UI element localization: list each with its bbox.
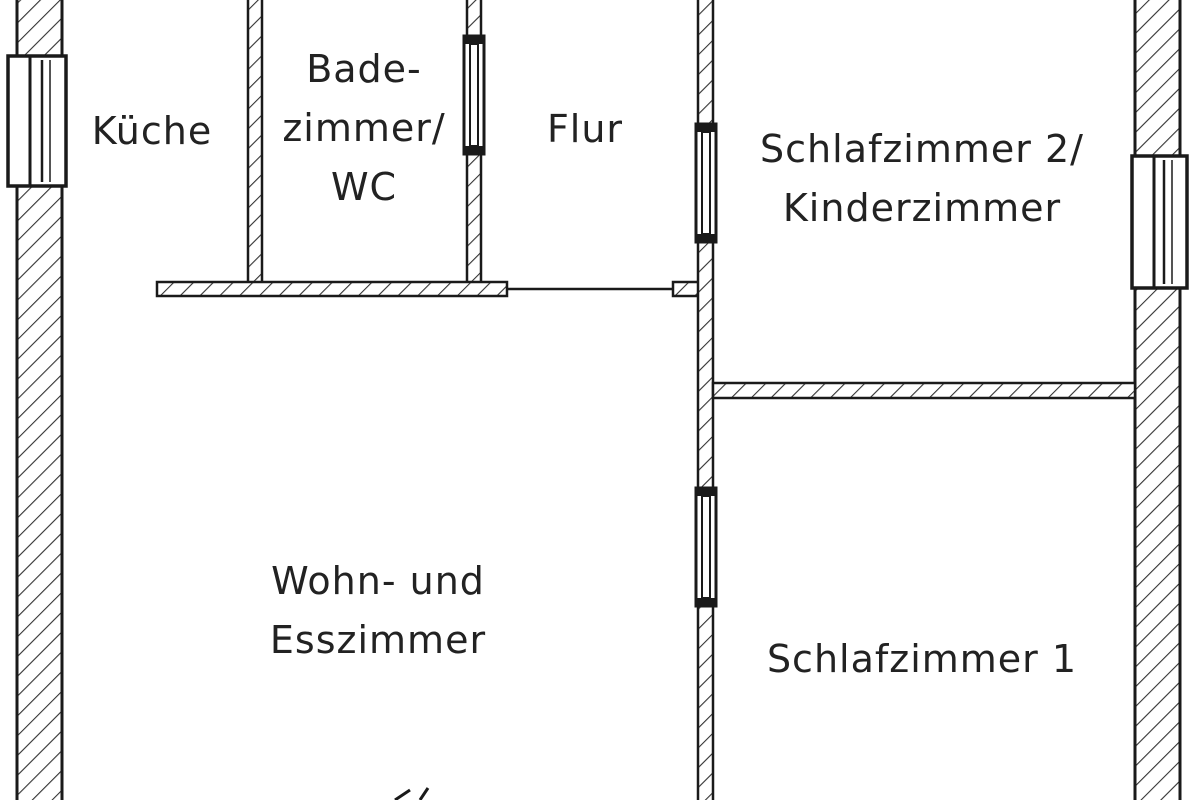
room-label-wohnzimmer-line-1: Wohn- und <box>271 559 485 603</box>
room-label-bad-line-2: zimmer/ <box>282 105 446 150</box>
room-label-wohnzimmer: Wohn- und Esszimmer <box>270 552 486 670</box>
room-label-schlafzimmer-1-line-1: Schlafzimmer 1 <box>766 637 1078 681</box>
room-label-schlafzimmer-2-line-2: Kinderzimmer <box>782 185 1062 230</box>
room-label-flur: Flur <box>547 100 623 159</box>
room-label-wohnzimmer-line-2: Esszimmer <box>269 617 487 662</box>
room-label-bad-line-3: WC <box>330 164 398 209</box>
wall-bath-left <box>246 0 264 287</box>
room-label-bad: Bade- zimmer/ WC <box>282 40 445 217</box>
wall-horizontal-top <box>155 280 509 298</box>
wall-between-bedrooms <box>711 381 1137 400</box>
door-bathroom <box>462 34 486 156</box>
window-kitchen <box>6 54 68 188</box>
room-label-kueche-line-1: Küche <box>91 109 213 153</box>
room-label-schlafzimmer-1: Schlafzimmer 1 <box>767 630 1077 689</box>
room-label-schlafzimmer-2-line-1: Schlafzimmer 2/ <box>760 127 1084 171</box>
wall-center-vertical <box>696 0 715 800</box>
partial-symbol <box>394 787 430 800</box>
window-bedroom-2 <box>1130 154 1189 290</box>
room-label-kueche: Küche <box>92 102 212 161</box>
door-bedroom-2 <box>694 122 718 244</box>
outer-wall-right <box>1133 0 1182 800</box>
room-label-schlafzimmer-2: Schlafzimmer 2/ Kinderzimmer <box>760 120 1084 238</box>
room-label-flur-line-1: Flur <box>546 107 624 151</box>
door-bedroom-1 <box>694 486 718 608</box>
room-label-bad-line-1: Bade- <box>306 47 422 91</box>
